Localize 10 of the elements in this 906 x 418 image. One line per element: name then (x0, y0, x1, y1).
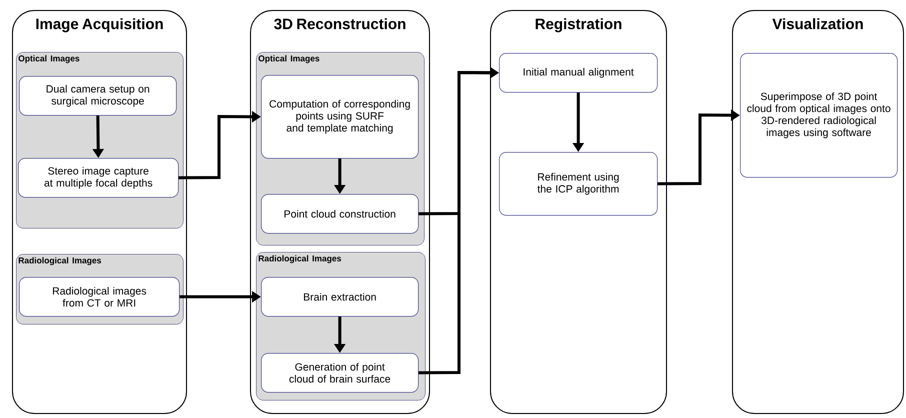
process-box: Initial manual alignment (499, 53, 658, 93)
process-box: Stereo image capture at multiple focal depths (18, 158, 179, 198)
process-box: Superimpose of 3D point cloud from optical images onto 3D-rendered radiological images using software (740, 53, 898, 178)
process-box: Generation of point cloud of brain surface (261, 353, 419, 393)
process-box: Computation of corresponding points using SURF and template matching (261, 75, 419, 159)
process-box: Dual camera setup on surgical microscope (19, 76, 177, 116)
process-box: Brain extraction (261, 277, 419, 317)
process-box: Point cloud construction (261, 194, 419, 234)
process-box: Refinement using the ICP algorithm (499, 152, 658, 216)
process-box: Radiological images from CT or MRI (19, 277, 180, 317)
